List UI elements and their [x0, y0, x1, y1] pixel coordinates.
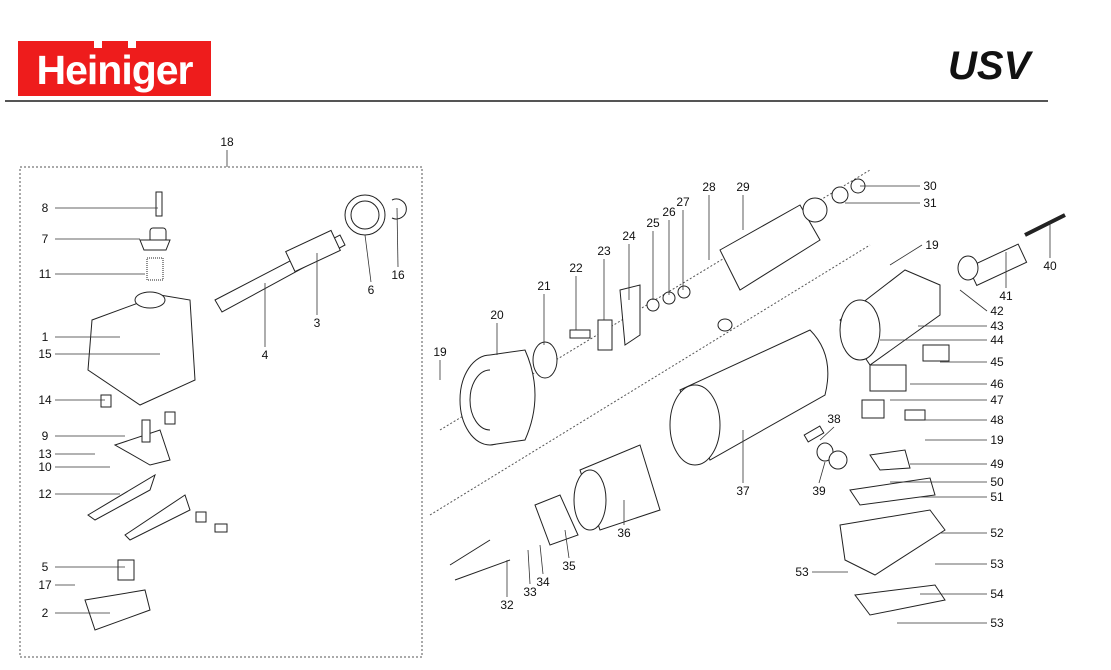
part-number-label: 33 — [523, 585, 537, 599]
part-number-label: 29 — [736, 180, 750, 194]
part-number-label: 31 — [923, 196, 937, 210]
part-number-label: 17 — [38, 578, 52, 592]
part-number-label: 8 — [41, 201, 49, 215]
part-number-label: 12 — [38, 487, 52, 501]
part-number-label: 44 — [990, 333, 1004, 347]
leader-line — [889, 244, 923, 266]
handle-parts — [839, 213, 1066, 616]
leader-line — [539, 544, 544, 575]
leader-line — [959, 289, 988, 312]
part-number-label: 19 — [433, 345, 447, 359]
part-number-label: 2 — [41, 606, 49, 620]
part-number-label: 6 — [367, 283, 375, 297]
part-number-label: 19 — [990, 433, 1004, 447]
part-number-label: 20 — [490, 308, 504, 322]
leader-lines — [55, 150, 1051, 624]
part-number-label: 40 — [1043, 259, 1057, 273]
page-title: USV — [948, 44, 1031, 88]
part-number-label: 53 — [795, 565, 809, 579]
part-number-label: 52 — [990, 526, 1004, 540]
part-number-label: 53 — [990, 616, 1004, 630]
part-number-label: 1 — [41, 330, 49, 344]
part-number-label: 28 — [702, 180, 716, 194]
part-number-label: 48 — [990, 413, 1004, 427]
leader-line — [564, 529, 570, 559]
heiniger-logo: Heiniger — [18, 41, 211, 96]
part-number-label: 14 — [38, 393, 52, 407]
part-number-label: 16 — [391, 268, 405, 282]
part-number-label: 41 — [999, 289, 1013, 303]
part-number-label: 25 — [646, 216, 660, 230]
part-number-label: 11 — [38, 267, 52, 281]
part-number-label: 53 — [990, 557, 1004, 571]
leader-line — [819, 426, 835, 441]
part-number-label: 35 — [562, 559, 576, 573]
part-number-label: 23 — [597, 244, 611, 258]
part-number-label: 30 — [923, 179, 937, 193]
part-number-label: 36 — [617, 526, 631, 540]
part-number-label: 42 — [990, 304, 1004, 318]
part-number-label: 5 — [41, 560, 49, 574]
part-number-label: 37 — [736, 484, 750, 498]
part-number-label: 47 — [990, 393, 1004, 407]
part-number-label: 45 — [990, 355, 1004, 369]
leader-line — [527, 549, 531, 585]
part-number-label: 34 — [536, 575, 550, 589]
part-number-label: 32 — [500, 598, 514, 612]
part-number-label: 19 — [925, 238, 939, 252]
part-number-label: 3 — [313, 316, 321, 330]
part-number-label: 24 — [622, 229, 636, 243]
leader-line — [818, 461, 826, 484]
part-number-label: 9 — [41, 429, 49, 443]
part-number-label: 15 — [38, 347, 52, 361]
part-number-label: 54 — [990, 587, 1004, 601]
motor-parts — [429, 169, 871, 581]
part-number-label: 38 — [827, 412, 841, 426]
header-divider — [5, 100, 1048, 102]
part-number-label: 26 — [662, 205, 676, 219]
leader-line — [364, 234, 372, 283]
part-number-label: 43 — [990, 319, 1004, 333]
part-number-label: 39 — [812, 484, 826, 498]
head-assembly-box — [19, 166, 423, 658]
leader-line — [396, 207, 399, 268]
part-number-label: 18 — [220, 135, 234, 149]
part-number-label: 27 — [676, 195, 690, 209]
part-number-label: 10 — [38, 460, 52, 474]
part-number-label: 46 — [990, 377, 1004, 391]
part-number-label: 21 — [537, 279, 551, 293]
part-number-label: 7 — [41, 232, 49, 246]
part-number-label: 22 — [569, 261, 583, 275]
head-parts — [84, 191, 407, 631]
part-number-label: 51 — [990, 490, 1004, 504]
part-number-label: 13 — [38, 447, 52, 461]
part-number-label: 4 — [261, 348, 269, 362]
part-number-label: 49 — [990, 457, 1004, 471]
part-number-label: 50 — [990, 475, 1004, 489]
brand-name: Heiniger — [36, 47, 193, 93]
